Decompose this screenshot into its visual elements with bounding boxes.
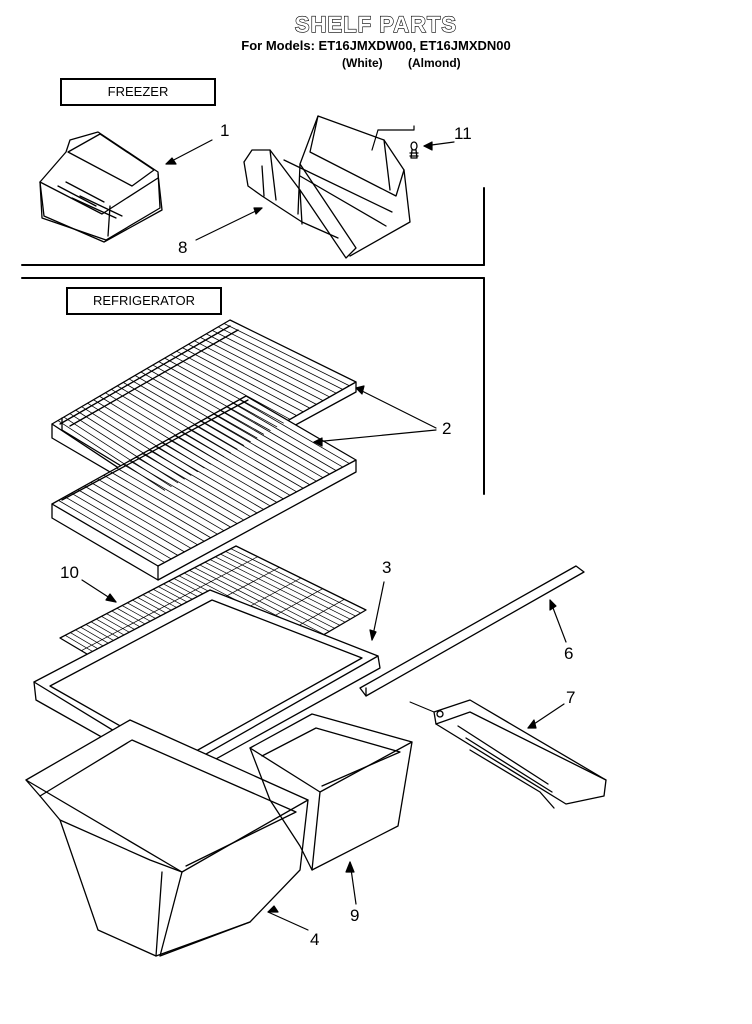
hatch-line bbox=[176, 350, 298, 417]
hatch-line bbox=[148, 449, 258, 514]
hatch-line bbox=[182, 347, 304, 413]
hatch-line bbox=[64, 496, 172, 560]
variant-almond-label: (Almond) bbox=[408, 56, 461, 70]
hatch-line bbox=[223, 323, 350, 387]
hatch-line bbox=[122, 463, 232, 528]
hatch-line bbox=[161, 442, 271, 507]
hatch-line bbox=[200, 420, 311, 486]
hatch-line bbox=[167, 438, 278, 503]
callout-9: 9 bbox=[350, 906, 360, 925]
hatch-line bbox=[140, 371, 258, 439]
crisper-drawer-small-part bbox=[249, 713, 413, 871]
hatch-line bbox=[116, 467, 225, 532]
freezer-basket-part bbox=[39, 131, 163, 243]
hatch-line bbox=[193, 340, 317, 405]
hatch-line bbox=[213, 413, 324, 479]
hatch-line bbox=[206, 417, 317, 482]
hatch-line bbox=[188, 343, 311, 409]
refrigerator-section-label: REFRIGERATOR bbox=[66, 287, 222, 315]
hatch-line bbox=[90, 481, 199, 546]
hatch-line bbox=[71, 492, 179, 556]
hatch-line bbox=[239, 399, 350, 464]
crisper-drawer-large-part bbox=[25, 719, 309, 957]
hatch-line bbox=[135, 456, 245, 521]
hatch-line bbox=[80, 556, 259, 652]
hatch-line bbox=[129, 460, 238, 524]
hatch-line bbox=[158, 361, 278, 428]
hatch-line bbox=[103, 474, 212, 539]
callout-4: 4 bbox=[310, 930, 320, 949]
trim-strip-part bbox=[359, 565, 585, 697]
hatch-line bbox=[180, 431, 291, 496]
hatch-line bbox=[110, 388, 225, 458]
callout-7: 7 bbox=[566, 688, 576, 707]
refrigerator-shelf-ribs bbox=[57, 323, 350, 563]
hatch-line bbox=[193, 424, 304, 489]
hatch-line bbox=[116, 385, 232, 454]
hatch-line bbox=[205, 333, 331, 398]
hatch-line bbox=[122, 381, 238, 450]
hatch-line bbox=[83, 485, 192, 549]
callout-8: 8 bbox=[178, 238, 188, 257]
hatch-line bbox=[109, 471, 218, 535]
callout-6: 6 bbox=[564, 644, 574, 663]
hatch-line bbox=[219, 409, 331, 475]
hatch-line bbox=[155, 445, 265, 510]
slide-assembly-part bbox=[409, 699, 607, 809]
callout-11: 11 bbox=[454, 124, 472, 143]
freezer-shelf-part bbox=[243, 115, 411, 259]
hatch-line bbox=[170, 354, 291, 420]
callout-2: 2 bbox=[442, 419, 452, 438]
hatch-line bbox=[152, 364, 271, 431]
hatch-line bbox=[96, 478, 205, 542]
hatch-line bbox=[58, 499, 166, 563]
models-line: For Models: ET16JMXDW00, ET16JMXDN00 bbox=[241, 38, 511, 53]
section-dividers bbox=[21, 187, 485, 495]
hatch-line bbox=[142, 453, 251, 517]
hatch-line bbox=[187, 427, 298, 493]
freezer-section-label: FREEZER bbox=[60, 78, 216, 106]
variant-white-label: (White) bbox=[342, 56, 383, 70]
hatch-line bbox=[146, 368, 265, 435]
hatch-line bbox=[77, 489, 185, 553]
screw-part bbox=[409, 141, 419, 159]
hatch-line bbox=[174, 435, 284, 500]
hatch-line bbox=[164, 357, 284, 424]
hatch-line bbox=[232, 402, 344, 468]
leader-lines bbox=[81, 125, 567, 931]
hatch-line bbox=[211, 329, 337, 394]
hatch-line bbox=[226, 406, 337, 472]
hatch-line bbox=[128, 378, 245, 446]
hatch-line bbox=[217, 326, 344, 390]
callout-3: 3 bbox=[382, 558, 392, 577]
callout-1: 1 bbox=[220, 121, 230, 140]
hatch-line bbox=[199, 336, 324, 402]
page-title: SHELF PARTS bbox=[294, 11, 458, 37]
callout-10: 10 bbox=[60, 563, 79, 582]
hatch-line bbox=[134, 375, 251, 443]
